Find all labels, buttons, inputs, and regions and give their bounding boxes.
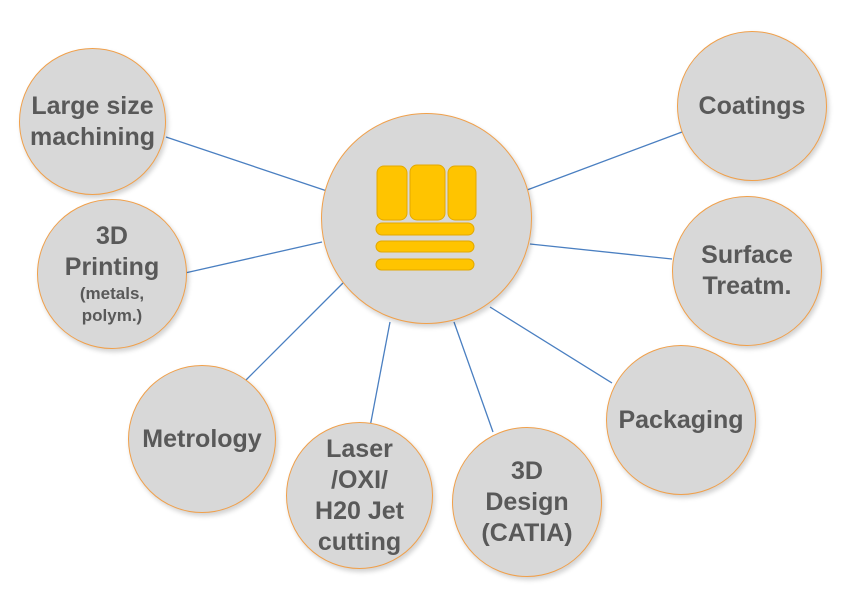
label-3d-printing: 3D Printing [64,222,160,281]
logo-bar-bottom [375,258,475,271]
connector-coatings [526,131,683,191]
node-laser-cutting: Laser /OXI/ H20 Jet cutting [286,422,433,569]
connector-metrology [245,282,344,381]
node-surface-treatment: Surface Treatm. [672,196,822,346]
sublabel-3d-printing: (metals, polym.) [79,284,145,325]
company-logo [375,164,477,271]
connector-laser-cutting [369,321,391,428]
node-metrology: Metrology [128,365,276,513]
node-coatings: Coatings [677,31,827,181]
node-large-size-machining: Large size machining [19,48,166,195]
node-3d-printing: 3D Printing (metals, polym.) [37,199,187,349]
connector-3d-design [453,321,494,433]
connector-packaging [489,306,613,384]
label-packaging: Packaging [618,405,744,434]
logo-block-middle [409,164,446,221]
connector-3d-printing [184,241,323,274]
node-packaging: Packaging [606,345,756,495]
label-3d-design: 3D Design (CATIA) [481,456,573,547]
label-surface-treatment: Surface Treatm. [701,241,793,300]
label-laser-cutting: Laser /OXI/ H20 Jet cutting [315,434,404,556]
logo-block-left [376,165,408,221]
logo-bar-top [375,222,475,236]
node-3d-design: 3D Design (CATIA) [452,427,602,577]
logo-bar-middle [375,240,475,253]
logo-block-right [447,165,477,221]
label-large-size-machining: Large size machining [29,91,155,151]
connector-large-size-machining [165,136,331,193]
connector-surface-treatment [529,243,673,260]
hub-node [321,113,532,324]
label-metrology: Metrology [142,424,262,453]
label-coatings: Coatings [698,91,806,120]
